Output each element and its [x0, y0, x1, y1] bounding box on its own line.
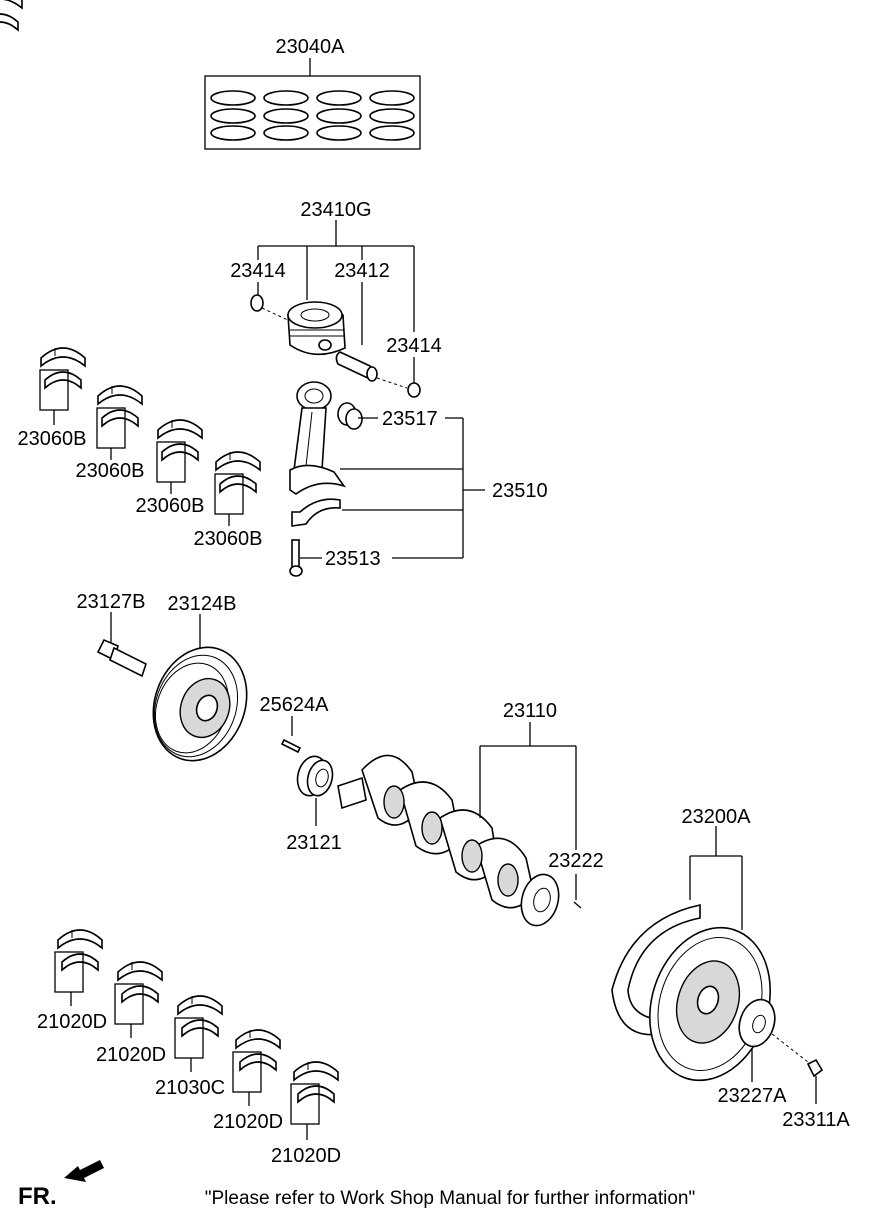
- piston-assembly-leaders: [257, 220, 415, 383]
- footer-note: "Please refer to Work Shop Manual for fu…: [205, 1188, 695, 1209]
- label-23121: 23121: [286, 832, 342, 854]
- label-21020d-5: 21020D: [271, 1145, 341, 1167]
- rod-bearings: [0, 0, 261, 526]
- flywheel: [611, 826, 824, 1104]
- piston: [250, 294, 421, 398]
- label-21020d-1: 21020D: [37, 1011, 107, 1033]
- label-23412: 23412: [334, 260, 390, 282]
- label-23060b-2: 23060B: [76, 460, 145, 482]
- label-23060b-1: 23060B: [18, 428, 87, 450]
- piston-ring-set: [204, 58, 421, 150]
- crankshaft: [337, 754, 560, 927]
- label-23414-left: 23414: [230, 260, 286, 282]
- front-direction-label: FR.: [18, 1183, 57, 1210]
- label-23410g: 23410G: [300, 199, 371, 221]
- label-21030c: 21030C: [155, 1077, 225, 1099]
- label-23127b: 23127B: [77, 591, 146, 613]
- label-23513: 23513: [325, 548, 381, 570]
- crankshaft-leaders: [479, 722, 582, 909]
- label-23227a: 23227A: [718, 1085, 788, 1107]
- label-23060b-3: 23060B: [136, 495, 205, 517]
- label-23510: 23510: [492, 480, 548, 502]
- front-arrow-icon: [64, 1160, 104, 1182]
- key-and-sprocket: [280, 716, 334, 826]
- label-23124b: 23124B: [168, 593, 237, 615]
- label-23040a: 23040A: [276, 36, 346, 58]
- label-21020d-4: 21020D: [213, 1111, 283, 1133]
- label-23311a: 23311A: [782, 1109, 850, 1131]
- connecting-rod-leaders: [300, 417, 485, 559]
- label-25624a: 25624A: [260, 694, 330, 716]
- label-23222: 23222: [548, 850, 604, 872]
- label-23200a: 23200A: [682, 806, 752, 828]
- label-23060b-4: 23060B: [194, 528, 263, 550]
- label-21020d-2: 21020D: [96, 1044, 166, 1066]
- label-23414-right: 23414: [386, 335, 442, 357]
- pulley-bolt: [96, 612, 147, 678]
- damper-pulley: [152, 614, 248, 762]
- label-23110: 23110: [503, 700, 557, 722]
- label-23517: 23517: [382, 408, 438, 430]
- main-bearings: [54, 929, 339, 1140]
- connecting-rod: [289, 381, 363, 577]
